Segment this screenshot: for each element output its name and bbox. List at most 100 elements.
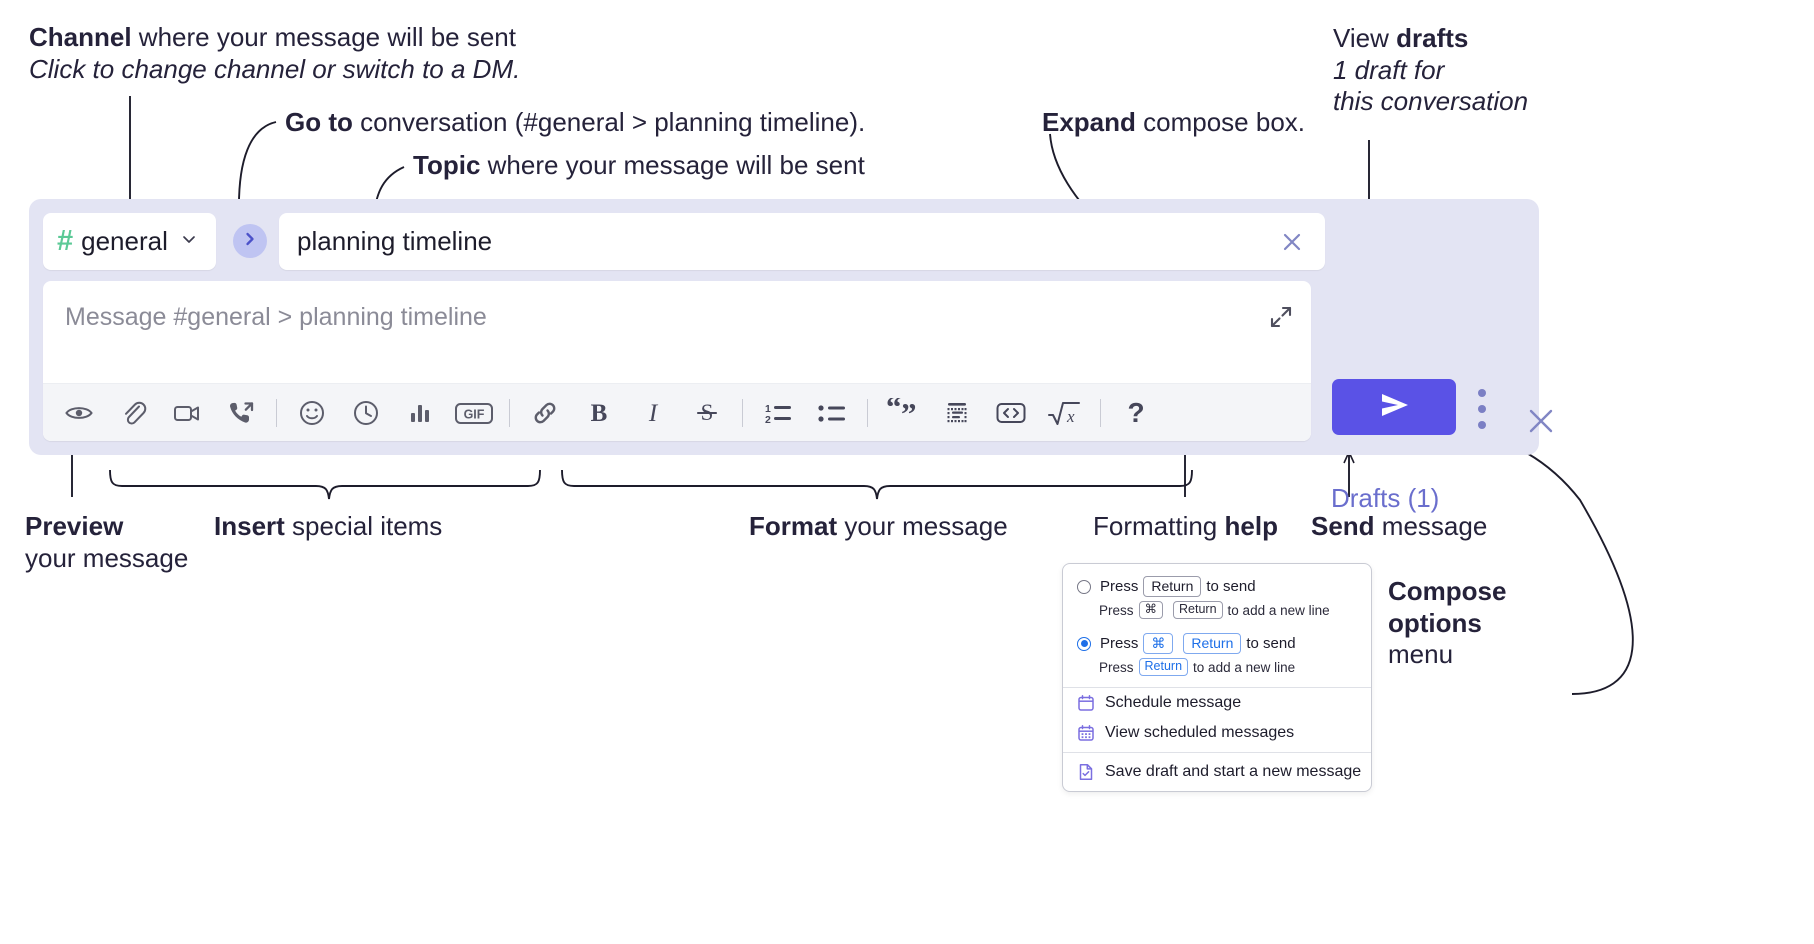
menu-item-label: Save draft and start a new message: [1105, 763, 1362, 780]
menu-item-save-draft[interactable]: Save draft and start a new message: [1063, 757, 1371, 787]
menu-item-label: Schedule message: [1105, 694, 1242, 711]
annotation-compose-options-bold1: Compose: [1388, 576, 1507, 606]
key-return-blue: Return: [1183, 632, 1242, 655]
channel-selector[interactable]: # general: [43, 213, 216, 270]
annotation-channel-bold: Channel: [29, 22, 132, 52]
svg-text:x: x: [1066, 407, 1075, 426]
annotation-drafts-italic1: 1 draft for: [1333, 54, 1445, 85]
key-command-blue: ⌘: [1143, 632, 1174, 655]
annotation-insert-bold: Insert: [214, 511, 285, 541]
blockquote-button[interactable]: “”: [881, 391, 925, 435]
send-option-return[interactable]: Press Return to send: [1063, 574, 1371, 599]
svg-text:B: B: [591, 400, 608, 427]
annotation-compose-options-bold2: options: [1388, 607, 1482, 638]
menu-divider-1: [1063, 687, 1371, 688]
annotation-insert-rest: special items: [284, 511, 443, 541]
toolbar-separator-1: [276, 398, 277, 427]
toolbar-separator-5: [1100, 398, 1101, 427]
paper-plane-icon: [1373, 389, 1415, 426]
annotation-formatting-help: Formatting help: [1093, 511, 1278, 543]
annotation-topic-rest: where your message will be sent: [480, 150, 865, 180]
svg-text:1: 1: [765, 403, 771, 415]
annotation-drafts-bold: drafts: [1396, 23, 1469, 53]
toolbar-separator-4: [867, 398, 868, 427]
radio-unselected-icon: [1077, 579, 1091, 594]
math-button[interactable]: x: [1043, 391, 1087, 435]
annotation-preview-bold: Preview: [25, 511, 124, 541]
menu-divider-2: [1063, 752, 1371, 753]
annotation-goto-rest: conversation (#general > planning timeli…: [352, 107, 866, 137]
annotation-send-bold: Send: [1311, 511, 1375, 541]
code-block-button[interactable]: [935, 391, 979, 435]
annotation-compose-options-rest: menu: [1388, 639, 1454, 670]
drafts-link[interactable]: Drafts (1): [1331, 483, 1440, 513]
topic-clear-icon[interactable]: [1277, 227, 1307, 257]
annotation-send: Send message: [1311, 511, 1487, 543]
compose-widget: # general planning timeline Message #gen…: [29, 199, 1553, 513]
annotation-format: Format your message: [749, 511, 1008, 543]
hint2-post: to add a new line: [1193, 659, 1296, 675]
send-option-cmd-hint: Press Return to add a new line: [1063, 656, 1371, 678]
message-input-area[interactable]: Message #general > planning timeline: [43, 281, 1311, 441]
svg-text:2: 2: [765, 414, 771, 426]
annotation-goto: Go to conversation (#general > planning …: [285, 107, 865, 139]
hint-pre: Press: [1099, 602, 1134, 618]
menu-item-schedule-message[interactable]: Schedule message: [1063, 688, 1371, 718]
annotation-preview: Preview your message: [25, 511, 188, 574]
file-check-icon: [1077, 763, 1095, 781]
key-command: ⌘: [1138, 601, 1164, 619]
code-button[interactable]: [989, 391, 1033, 435]
annotation-formatting-help-bold: help: [1224, 511, 1278, 541]
send-option-cmd-post: to send: [1246, 635, 1296, 652]
annotation-channel-rest: where your message will be sent: [131, 22, 516, 52]
send-option-cmd-pre: Press: [1100, 635, 1139, 652]
strikethrough-button[interactable]: S: [685, 391, 729, 435]
kebab-dot-1: [1478, 389, 1486, 397]
emoji-button[interactable]: [290, 391, 334, 435]
clock-button[interactable]: [344, 391, 388, 435]
calendar-grid-icon: [1077, 724, 1095, 742]
kebab-dot-2: [1478, 405, 1486, 413]
poll-button[interactable]: [398, 391, 442, 435]
send-option-return-pre: Press: [1100, 578, 1139, 595]
close-compose-icon[interactable]: [1524, 404, 1558, 438]
send-message-button[interactable]: [1332, 379, 1456, 435]
channel-name: general: [81, 226, 168, 256]
video-clip-button[interactable]: [165, 391, 209, 435]
chevron-down-icon: [179, 229, 199, 254]
annotation-drafts-italic2: this conversation: [1333, 86, 1529, 117]
bulleted-list-button[interactable]: [810, 391, 854, 435]
annotation-drafts-lead: View: [1333, 23, 1397, 53]
annotation-preview-rest: your message: [25, 542, 189, 573]
annotation-insert: Insert special items: [214, 511, 442, 543]
topic-input[interactable]: planning timeline: [279, 213, 1325, 270]
svg-text:”: ”: [901, 398, 917, 428]
compose-header-row: # general planning timeline: [43, 213, 1525, 270]
send-option-return-hint: Press ⌘ Return to add a new line: [1063, 599, 1371, 621]
link-button[interactable]: [523, 391, 567, 435]
goto-conversation-button[interactable]: [233, 224, 267, 258]
formatting-help-button[interactable]: ?: [1127, 396, 1145, 428]
annotation-goto-bold: Go to: [285, 107, 353, 137]
toolbar-separator-2: [509, 398, 510, 427]
send-option-return-post: to send: [1206, 578, 1256, 595]
menu-item-view-scheduled[interactable]: View scheduled messages: [1063, 718, 1371, 748]
send-option-cmd-return[interactable]: Press ⌘ Return to send: [1063, 631, 1371, 656]
audio-clip-button[interactable]: [219, 391, 263, 435]
italic-button[interactable]: I: [631, 391, 675, 435]
annotation-channel-italic: Click to change channel or switch to a D…: [29, 53, 521, 84]
chevron-right-icon: [241, 230, 259, 253]
svg-text:GIF: GIF: [464, 407, 485, 421]
compose-options-button[interactable]: [1477, 389, 1487, 429]
annotation-format-rest: your message: [837, 511, 1008, 541]
menu-item-label: View scheduled messages: [1105, 724, 1295, 741]
kebab-dot-3: [1478, 421, 1486, 429]
annotation-compose-options: Compose options menu: [1388, 576, 1506, 671]
attach-file-button[interactable]: [111, 391, 155, 435]
preview-message-button[interactable]: [57, 391, 101, 435]
bold-button[interactable]: B: [577, 391, 621, 435]
expand-compose-icon[interactable]: [1267, 303, 1295, 331]
gif-button[interactable]: GIF: [452, 391, 496, 435]
